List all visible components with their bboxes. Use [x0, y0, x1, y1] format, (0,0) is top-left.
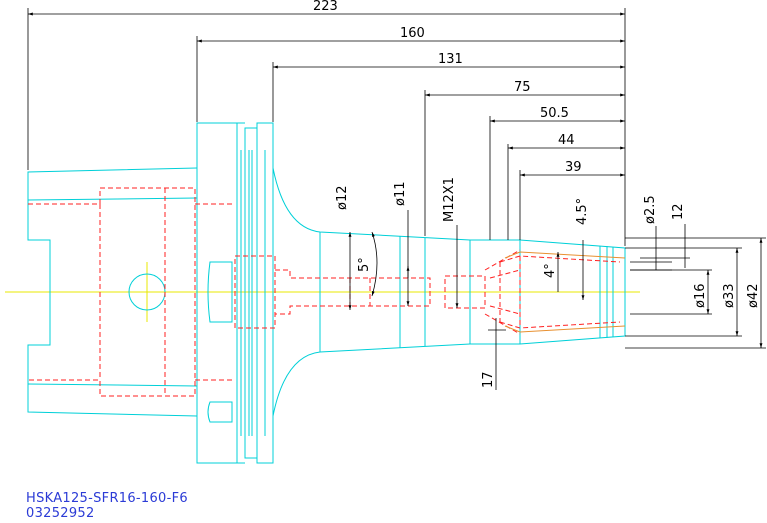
- length-dimensions: 223 160 131 75 50.5 44 39 17: [27, 0, 626, 390]
- dim-131: 131: [438, 52, 463, 67]
- dim-d2-5: ø2.5: [643, 195, 658, 224]
- collet-lines: [504, 251, 626, 333]
- dim-39: 39: [565, 160, 582, 175]
- diameter-dimensions: ø12 ø11 M12X1 5° 4.5° 4° ø2.5 12 ø16: [335, 177, 766, 349]
- dim-d42: ø42: [746, 284, 761, 309]
- dim-d33: ø33: [722, 284, 737, 309]
- dim-223: 223: [313, 0, 338, 14]
- angle-5: 5°: [357, 257, 372, 272]
- dim-thread: M12X1: [442, 177, 457, 222]
- dim-75: 75: [514, 80, 531, 95]
- dim-d16: ø16: [693, 284, 708, 309]
- dim-17: 17: [481, 371, 496, 388]
- part-number: 03252952: [26, 506, 95, 521]
- tool-outline: [27, 122, 626, 464]
- dim-12: 12: [671, 203, 686, 220]
- dim-d11: ø11: [393, 182, 408, 207]
- dim-44: 44: [558, 133, 575, 148]
- dim-d12: ø12: [335, 186, 350, 211]
- angle-4-5: 4.5°: [575, 198, 590, 225]
- dim-160: 160: [400, 26, 425, 41]
- part-name: HSKA125-SFR16-160-F6: [26, 491, 188, 506]
- title-block: HSKA125-SFR16-160-F6 03252952: [26, 491, 188, 521]
- angle-4: 4°: [543, 263, 558, 278]
- dim-50-5: 50.5: [540, 106, 569, 121]
